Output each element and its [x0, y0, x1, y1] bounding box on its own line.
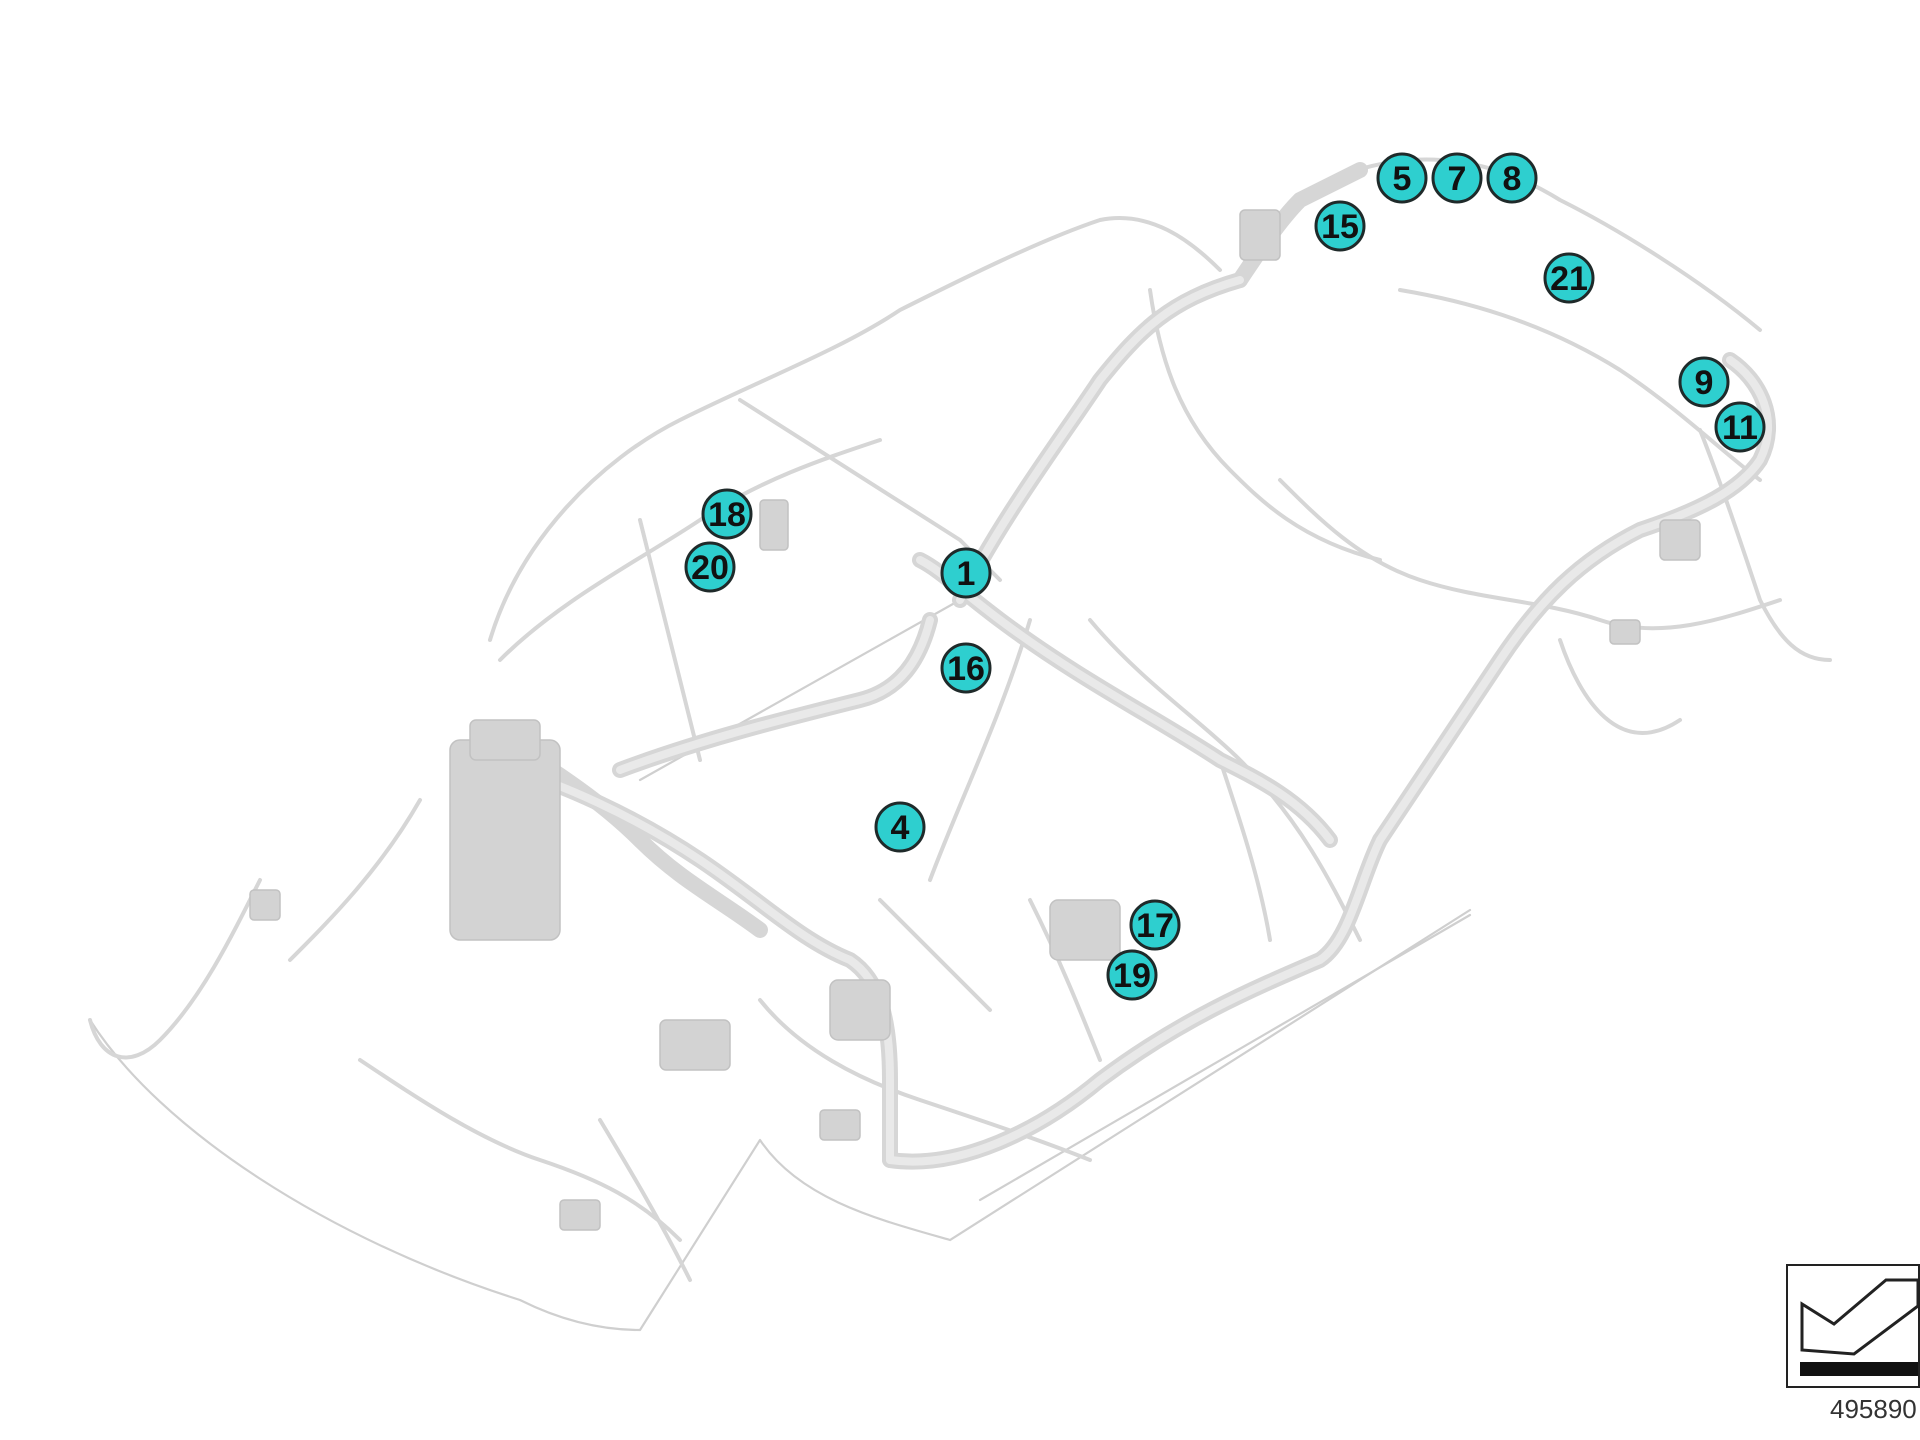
callout-circle — [1376, 152, 1428, 204]
arrow-into-tray-icon — [1800, 1278, 1920, 1376]
callout-circle — [684, 541, 736, 593]
callout-circle — [1431, 152, 1483, 204]
callout-label: 5 — [1393, 160, 1412, 198]
reference-code: 495890 — [1830, 1394, 1917, 1424]
callout-label: 15 — [1321, 208, 1359, 246]
reference-icon — [1786, 1264, 1920, 1388]
callout-label: 18 — [708, 496, 746, 534]
callout-label: 9 — [1695, 364, 1714, 402]
callout-19[interactable]: 19 — [1106, 949, 1158, 1001]
callout-circle — [874, 801, 926, 853]
callout-1[interactable]: 1 — [940, 547, 992, 599]
harness-drawing — [88, 157, 1832, 1332]
callout-circle — [1314, 200, 1366, 252]
callout-8[interactable]: 8 — [1486, 152, 1538, 204]
callout-label: 7 — [1448, 160, 1467, 198]
callout-18[interactable]: 18 — [701, 488, 753, 540]
callout-21[interactable]: 21 — [1543, 252, 1595, 304]
callout-label: 20 — [691, 549, 729, 587]
callout-circle — [1714, 401, 1766, 453]
callout-7[interactable]: 7 — [1431, 152, 1483, 204]
callout-17[interactable]: 17 — [1129, 899, 1181, 951]
callout-circle — [940, 547, 992, 599]
callout-4[interactable]: 4 — [874, 801, 926, 853]
callout-circle — [940, 642, 992, 694]
callout-label: 19 — [1113, 957, 1151, 995]
callout-5[interactable]: 5 — [1376, 152, 1428, 204]
callout-label: 17 — [1136, 907, 1174, 945]
callout-label: 1 — [957, 555, 976, 593]
callout-9[interactable]: 9 — [1678, 356, 1730, 408]
callout-16[interactable]: 16 — [940, 642, 992, 694]
callout-label: 16 — [947, 650, 985, 688]
callout-circle — [1678, 356, 1730, 408]
callout-label: 21 — [1550, 260, 1588, 298]
callout-label: 8 — [1503, 160, 1522, 198]
callout-15[interactable]: 15 — [1314, 200, 1366, 252]
callout-circle — [701, 488, 753, 540]
callout-circle — [1106, 949, 1158, 1001]
callout-label: 4 — [891, 809, 910, 847]
callout-circle — [1543, 252, 1595, 304]
callout-20[interactable]: 20 — [684, 541, 736, 593]
callout-label: 11 — [1722, 409, 1758, 447]
callout-circle — [1486, 152, 1538, 204]
callout-circle — [1129, 899, 1181, 951]
callout-11[interactable]: 11 — [1714, 401, 1766, 453]
